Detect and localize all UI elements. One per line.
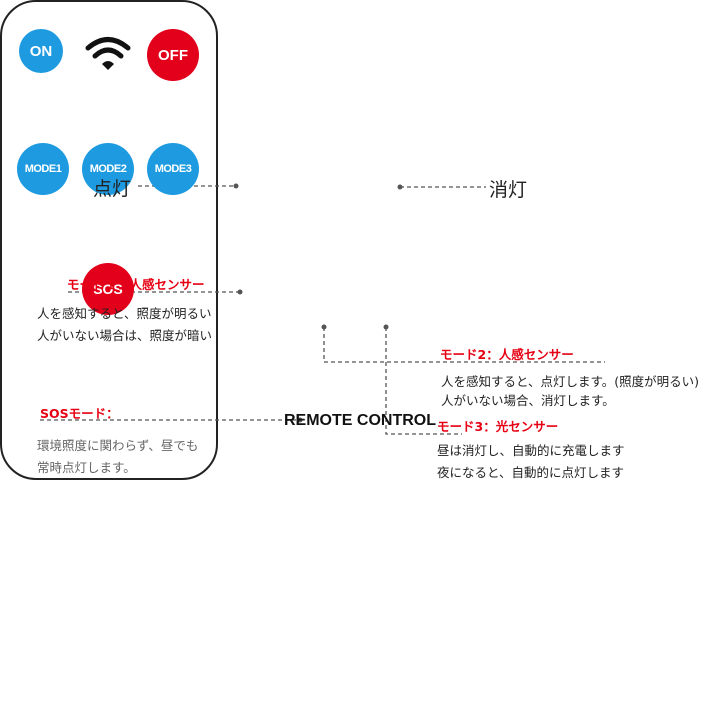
mode3-connector (385, 327, 462, 435)
remote-control-title: REMOTE CONTROL (284, 412, 436, 429)
mode1-button[interactable]: MODE1 (17, 143, 69, 195)
mode3-connector-dot (383, 324, 389, 330)
mode3-button[interactable]: MODE3 (147, 143, 199, 195)
mode3-desc-line2: 夜になると、自動的に点灯します (437, 465, 625, 480)
mode1-connector-dot (237, 289, 243, 295)
sos-desc-line2: 常時点灯します。 (37, 460, 136, 475)
mode2-button[interactable]: MODE2 (82, 143, 134, 195)
mode3-title: モード3：光センサー (437, 419, 559, 434)
mode2-desc-line1: 人を感知すると、点灯します。(照度が明るい) (441, 374, 700, 389)
mode1-title: モード１：人感センサー (67, 277, 205, 292)
mode1-desc-line1: 人を感知すると、照度が明るい (37, 306, 212, 321)
sos-connector-dot (297, 417, 303, 423)
off-label: 消灯 (489, 179, 528, 201)
off-connector-dot (397, 184, 403, 190)
mode2-title: モード2：人感センサー (440, 347, 574, 362)
remote-control-body: ON OFF MODE1 MODE2 MODE3 SOS REMOTE CONT… (0, 0, 436, 480)
mode2-desc-line2: 人がいない場合、消灯します。 (441, 393, 615, 408)
wifi-signal-icon (84, 33, 132, 73)
mode2-connector (323, 327, 605, 363)
on-connector-dot (233, 183, 239, 189)
on-button[interactable]: ON (19, 29, 63, 73)
sos-title: SOSモード： (40, 406, 119, 421)
mode1-desc-line2: 人がいない場合は、照度が暗い (37, 328, 213, 343)
mode3-desc-line1: 昼は消灯し、自動的に充電します (437, 443, 625, 458)
mode2-connector-dot (321, 324, 327, 330)
off-button[interactable]: OFF (147, 29, 199, 81)
sos-button[interactable]: SOS (82, 263, 134, 315)
sos-desc-line1: 環境照度に関わらず、昼でも (37, 438, 199, 453)
on-label: 点灯 (93, 178, 132, 200)
